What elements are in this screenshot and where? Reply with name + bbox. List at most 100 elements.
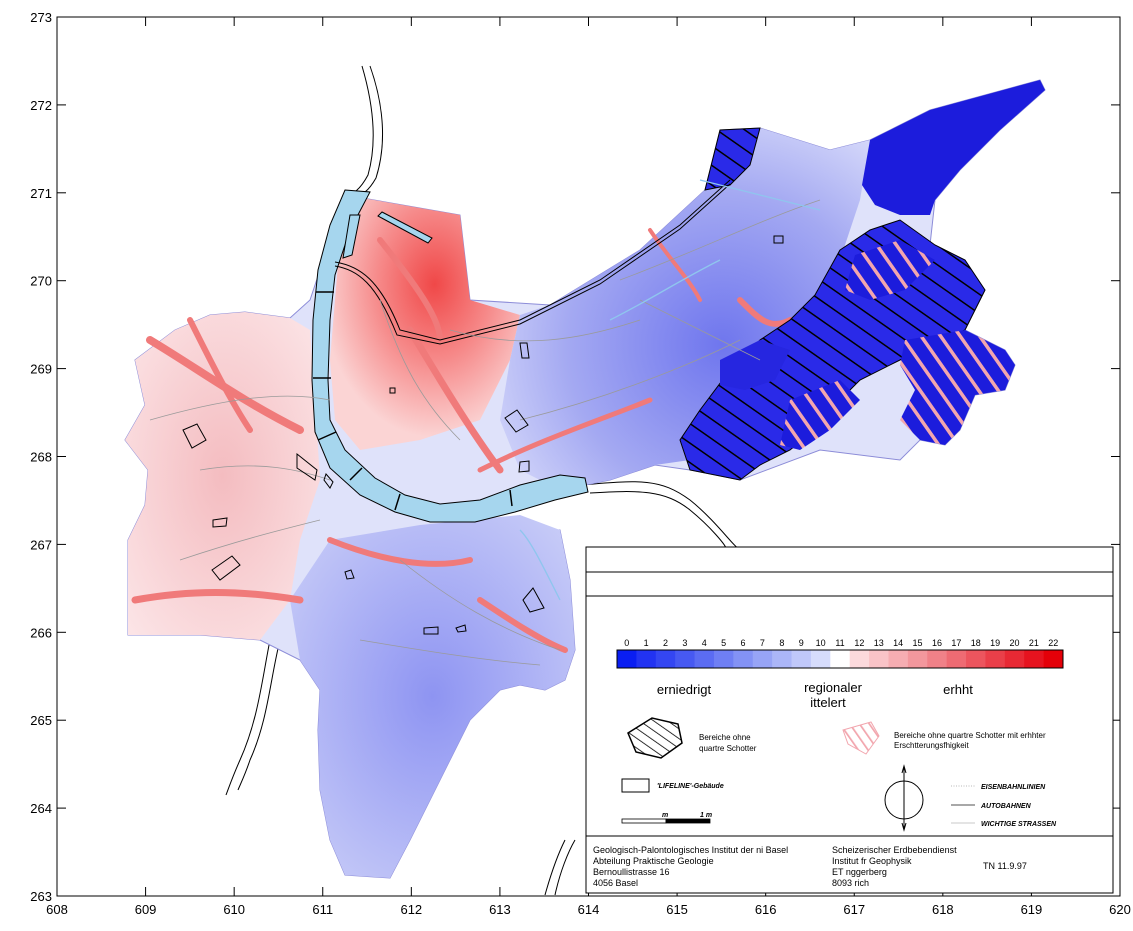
color-scale-swatch (927, 650, 948, 668)
color-scale-swatch (946, 650, 967, 668)
label-increased: erhht (943, 682, 973, 697)
color-scale-label: 6 (741, 638, 746, 648)
y-axis-ticks: 263 264 2 6 5 266 267 268 269 270 271 272 273 (30, 10, 1120, 904)
lifeline-label: 'LIFELINE'-Gebäude (657, 783, 724, 790)
color-scale-swatch (636, 650, 657, 668)
x-tick-label: 618 (932, 902, 954, 917)
color-scale-swatch (675, 650, 696, 668)
y-tick-label: 271 (30, 186, 52, 201)
river-outline-lines (225, 65, 739, 896)
credit-left-1: Geologisch-Palontologisches Institut der… (593, 845, 788, 855)
amplified-label-2: Erschtterungsfhigkeit (894, 741, 969, 750)
y-tick-label: 263 (30, 889, 52, 904)
color-scale-swatch (888, 650, 909, 668)
color-scale-label: 2 (663, 638, 668, 648)
y-tick-label: 269 (30, 362, 52, 377)
credit-left-3: Bernoullistrasse 16 (593, 867, 670, 877)
dark-blue-blob (720, 340, 790, 390)
color-scale-label: 20 (1010, 638, 1020, 648)
label-regional-1: regionaler (804, 680, 862, 695)
dark-blue-arm (862, 80, 1045, 215)
color-scale-swatch (849, 650, 870, 668)
y-tick-label: 266 (30, 625, 52, 640)
amplified-label-1: Bereiche ohne quartre Schotter mit erhht… (894, 731, 1046, 740)
y-tick-label: 272 (30, 98, 52, 113)
x-tick-label: 610 (223, 902, 245, 917)
color-scale-label: 14 (893, 638, 903, 648)
color-scale-swatch (907, 650, 928, 668)
north-arrow-icon (884, 764, 924, 832)
color-scale-label: 15 (913, 638, 923, 648)
amplified-zone-2 (900, 330, 1015, 445)
color-scale-swatch (869, 650, 889, 668)
color-scale-label: 11 (835, 638, 844, 648)
color-scale-label: 1 (644, 638, 649, 648)
color-scale-swatch (1004, 650, 1025, 668)
color-scale-label: 4 (702, 638, 707, 648)
color-scale-label: 5 (721, 638, 726, 648)
color-scale-label: 22 (1048, 638, 1058, 648)
x-tick-label: 615 (666, 902, 688, 917)
y-tick-label: 264 (30, 801, 52, 816)
x-tick-label: 616 (755, 902, 777, 917)
color-scale-label: 13 (874, 638, 884, 648)
x-tick-label: 613 (489, 902, 511, 917)
motorway-light (519, 179, 821, 601)
color-scale-swatch (694, 650, 715, 668)
zone-west (125, 312, 320, 640)
y-tick-label: 270 (30, 274, 52, 289)
lifeline-symbol (621, 778, 650, 793)
color-scale-label: 19 (990, 638, 1000, 648)
harbour-basin (342, 214, 361, 259)
color-scale-label: 3 (682, 638, 687, 648)
color-scale-label: 7 (760, 638, 765, 648)
roads (149, 199, 821, 666)
color-scale-swatch (810, 650, 831, 668)
color-scale-swatch (733, 650, 754, 668)
scale-unit-left: m (662, 812, 668, 819)
scale-unit-right: 1 m (700, 812, 712, 819)
scale-bar (621, 818, 711, 824)
credit-right-3: ET nggerberg (832, 867, 887, 877)
y-tick-label: 268 (30, 450, 52, 465)
x-tick-label: 608 (46, 902, 68, 917)
color-scale-label: 0 (624, 638, 629, 648)
x-tick-label: 609 (135, 902, 157, 917)
credit-left-4: 4056 Basel (593, 878, 638, 888)
credit-left-2: Abteilung Praktische Geologie (593, 856, 714, 866)
color-scale-swatch (1024, 650, 1045, 668)
roads-label: WICHTIGE STRASSEN (981, 821, 1057, 828)
no-gravel-label-2: quartre Schotter (699, 744, 757, 753)
color-scale-swatch (772, 650, 793, 668)
color-scale-label: 9 (799, 638, 804, 648)
color-scale-label: 12 (854, 638, 864, 648)
y-tick-label: 267 (30, 537, 52, 552)
color-scale-swatch (985, 650, 1006, 668)
railways-label: EISENBAHNLINIEN (981, 784, 1046, 791)
color-scale-label: 18 (971, 638, 981, 648)
color-scale-swatch (752, 650, 773, 668)
color-scale-label: 17 (951, 638, 961, 648)
date-label: TN 11.9.97 (983, 861, 1027, 871)
color-scale-swatch (1043, 650, 1064, 668)
credit-right-4: 8093 rich (832, 878, 869, 888)
color-scale-label: 16 (932, 638, 942, 648)
amplified-zone-1 (845, 240, 935, 300)
color-scale-swatch (617, 650, 637, 668)
lifeline-buildings (182, 235, 784, 635)
x-tick-label: 612 (400, 902, 422, 917)
no-gravel-label-1: Bereiche ohne (699, 733, 751, 742)
color-scale-swatch (655, 650, 676, 668)
y-tick-label: 273 (30, 10, 52, 25)
amplified-zone-3 (780, 380, 860, 450)
x-tick-label: 611 (312, 902, 333, 917)
x-tick-label: 617 (843, 902, 865, 917)
color-scale-label: 8 (779, 638, 784, 648)
harbour-basin-2 (377, 211, 433, 244)
label-decreased: erniedrigt (657, 682, 712, 697)
zone-south-blue (290, 515, 575, 878)
x-tick-label: 620 (1109, 902, 1131, 917)
